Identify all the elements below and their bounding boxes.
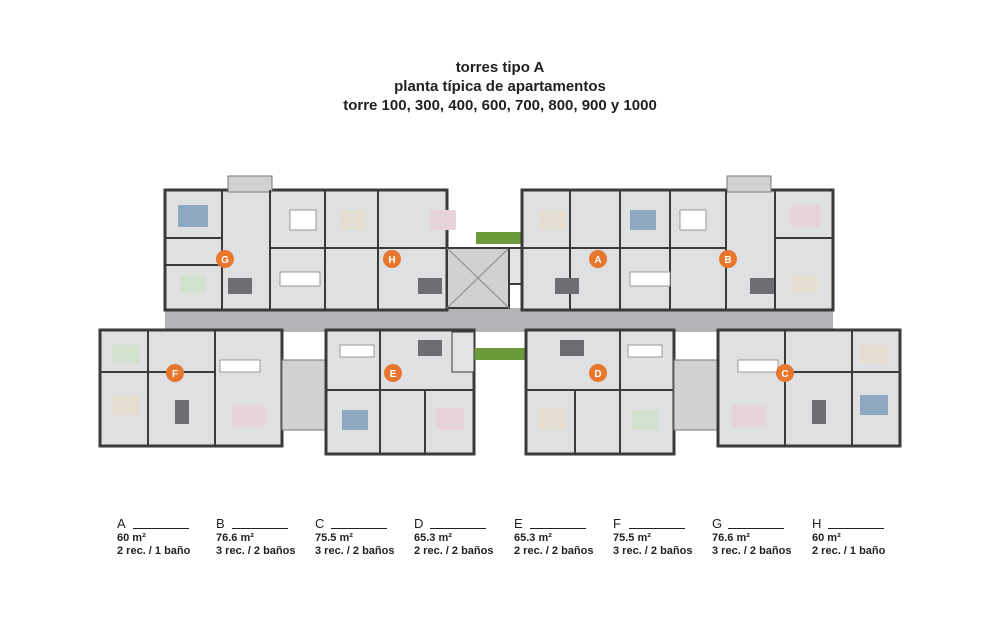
legend-letter: D (414, 516, 424, 531)
unit-marker-h: H (383, 250, 401, 268)
legend-item-d: D 65.3 m² 2 rec. / 2 baños (414, 517, 493, 558)
legend-rule (530, 527, 586, 529)
legend-letter: G (712, 516, 723, 531)
title-block: torres tipo A planta típica de apartamen… (0, 58, 1000, 115)
block-upper-left (163, 175, 456, 312)
legend-rooms: 3 rec. / 2 baños (613, 545, 693, 557)
svg-text:C: C (781, 369, 788, 380)
stairs-left (281, 359, 327, 431)
svg-text:G: G (221, 255, 229, 266)
legend-rooms: 3 rec. / 2 baños (315, 545, 395, 557)
unit-marker-g: G (216, 250, 234, 268)
block-upper-right (520, 175, 835, 312)
legend-letter: F (613, 516, 621, 531)
legend-rule (331, 527, 387, 529)
legend-rooms: 3 rec. / 2 baños (712, 545, 792, 557)
legend-rooms: 2 rec. / 2 baños (514, 545, 594, 557)
svg-text:F: F (172, 369, 178, 380)
legend-area: 75.5 m² (315, 532, 353, 544)
floor-plan: G H A B F E D C (98, 175, 902, 456)
legend-area: 76.6 m² (216, 532, 254, 544)
legend-area: 65.3 m² (514, 532, 552, 544)
svg-text:B: B (724, 255, 731, 266)
unit-marker-c: C (776, 364, 794, 382)
unit-marker-a: A (589, 250, 607, 268)
legend-rule (828, 527, 884, 529)
legend-letter: A (117, 516, 126, 531)
legend-area: 60 m² (812, 532, 841, 544)
legend-rooms: 3 rec. / 2 baños (216, 545, 296, 557)
stairs-right (673, 359, 719, 431)
block-lower-right-c (716, 328, 902, 448)
title-line-1: torres tipo A (455, 59, 545, 76)
core-lower (451, 331, 526, 373)
legend-item-e: E 65.3 m² 2 rec. / 2 baños (514, 517, 593, 558)
svg-text:D: D (594, 369, 601, 380)
legend-rule (133, 527, 189, 529)
legend-letter: E (514, 516, 523, 531)
legend-rule (629, 527, 685, 529)
unit-marker-b: B (719, 250, 737, 268)
legend-item-f: F 75.5 m² 3 rec. / 2 baños (613, 517, 692, 558)
legend-letter: H (812, 516, 822, 531)
title-line-2: planta típica de apartamentos (394, 78, 606, 95)
legend-rooms: 2 rec. / 1 baño (117, 545, 191, 557)
legend-area: 60 m² (117, 532, 146, 544)
svg-text:E: E (390, 369, 397, 380)
legend-area: 76.6 m² (712, 532, 750, 544)
corridor (165, 308, 833, 332)
legend-rule (232, 527, 288, 529)
legend-rule (728, 527, 784, 529)
unit-marker-e: E (384, 364, 402, 382)
legend-area: 75.5 m² (613, 532, 651, 544)
legend-item-c: C 75.5 m² 3 rec. / 2 baños (315, 517, 394, 558)
legend-letter: B (216, 516, 225, 531)
legend-rooms: 2 rec. / 1 baño (812, 545, 886, 557)
block-lower-left-f (98, 328, 284, 448)
unit-marker-f: F (166, 364, 184, 382)
legend-rule (430, 527, 486, 529)
legend-item-a: A 60 m² 2 rec. / 1 baño (117, 517, 190, 558)
block-lower-e (324, 328, 476, 456)
legend-item-g: G 76.6 m² 3 rec. / 2 baños (712, 517, 791, 558)
title-line-3: torre 100, 300, 400, 600, 700, 800, 900 … (343, 97, 657, 114)
svg-text:H: H (388, 255, 395, 266)
block-lower-d (524, 328, 676, 456)
svg-text:A: A (594, 255, 601, 266)
unit-marker-d: D (589, 364, 607, 382)
legend-rooms: 2 rec. / 2 baños (414, 545, 494, 557)
legend-item-b: B 76.6 m² 3 rec. / 2 baños (216, 517, 295, 558)
legend-area: 65.3 m² (414, 532, 452, 544)
legend-letter: C (315, 516, 325, 531)
legend-item-h: H 60 m² 2 rec. / 1 baño (812, 517, 885, 558)
